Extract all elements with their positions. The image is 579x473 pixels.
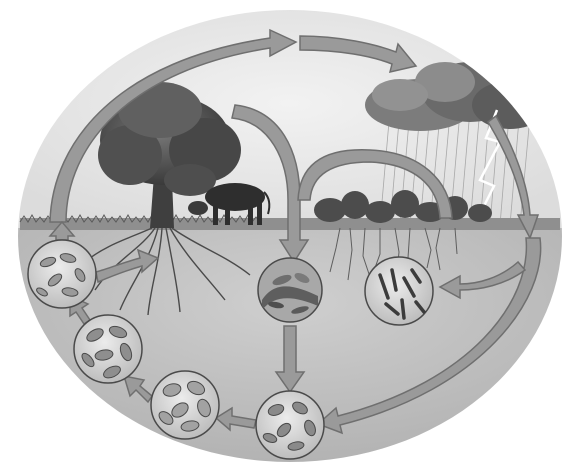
soil-microbe-circle-2 <box>74 315 142 383</box>
plant-uptake-circle <box>365 257 433 325</box>
soil-microbe-circle-3 <box>151 371 219 439</box>
decomposition-circle <box>258 258 322 322</box>
soil-microbe-circle-4 <box>256 391 324 459</box>
soil-microbe-circle-1 <box>28 240 96 308</box>
